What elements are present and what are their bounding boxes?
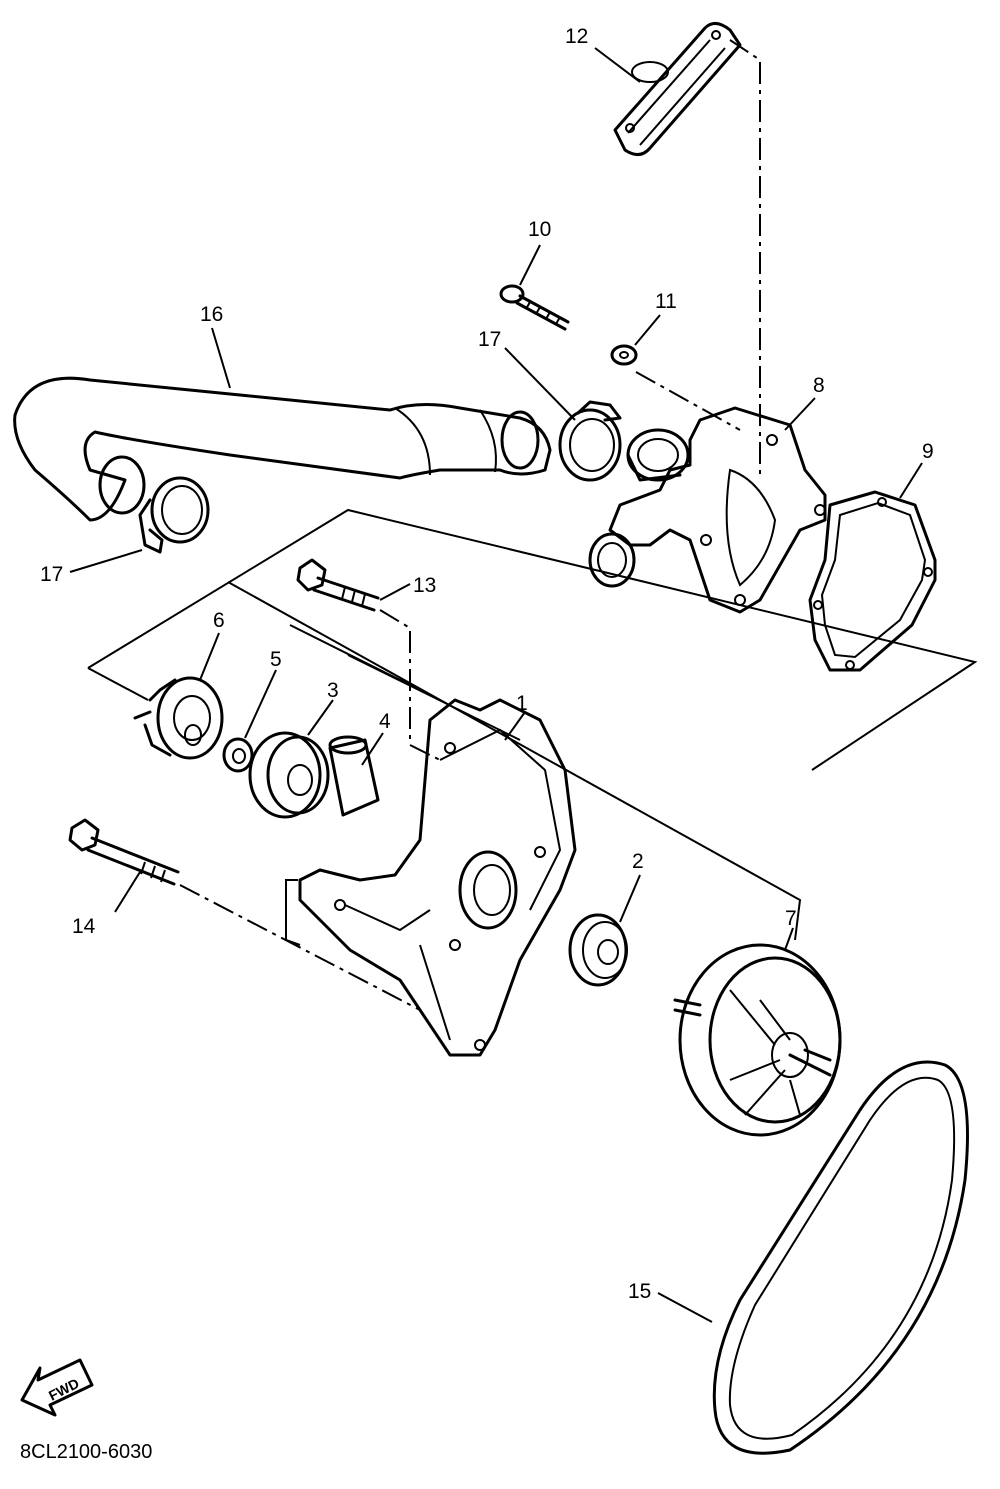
part-2-bearing	[568, 913, 628, 987]
alignment-line-12	[729, 39, 761, 480]
leader-13	[379, 583, 411, 601]
part-7-pulley	[673, 943, 842, 1137]
callout-17b: 17	[478, 328, 501, 351]
alignment-line-11	[635, 371, 741, 431]
callout-4: 4	[379, 710, 391, 733]
part-15-belt	[712, 1060, 969, 1455]
callout-1: 1	[516, 692, 528, 715]
callout-8: 8	[813, 374, 825, 397]
callout-14: 14	[72, 915, 96, 938]
assembly-bracket-lines	[227, 581, 802, 941]
leader-11	[634, 314, 661, 346]
part-6-impeller	[133, 676, 224, 760]
callout-11: 11	[655, 290, 677, 313]
callout-10: 10	[528, 218, 551, 241]
leader-17a	[69, 549, 143, 573]
leader-10	[519, 244, 541, 286]
leader-8	[784, 397, 816, 431]
leader-17b	[504, 347, 576, 421]
leader-2	[619, 874, 641, 923]
part-17-clamp-right	[558, 400, 622, 482]
part-16-hose	[13, 376, 552, 522]
leader-9	[899, 462, 923, 499]
leader-3	[307, 699, 334, 736]
callout-2: 2	[632, 850, 644, 873]
leader-16	[211, 327, 231, 389]
callout-15: 15	[628, 1280, 651, 1303]
part-17-clamp-left	[138, 476, 210, 554]
callout-9: 9	[922, 440, 934, 463]
part-3-seal	[248, 731, 330, 819]
leader-7	[784, 927, 794, 951]
callout-6: 6	[213, 609, 225, 632]
alignment-line-14	[179, 884, 421, 1011]
part-8-pump-cover	[588, 406, 827, 614]
diagram-code: 8CL2100-6030	[20, 1441, 153, 1463]
callout-5: 5	[270, 648, 282, 671]
fwd-arrow-icon: FWD	[20, 1358, 94, 1417]
alignment-bracket-14	[285, 879, 301, 946]
leader-6	[199, 632, 220, 681]
part-4-sleeve	[328, 735, 380, 817]
alignment-line-13	[379, 609, 441, 761]
leader-4	[361, 732, 384, 766]
leader-5	[244, 669, 277, 739]
part-9-gasket	[808, 490, 937, 672]
part-11-washer	[610, 344, 638, 366]
callout-13: 13	[413, 574, 436, 597]
callout-16: 16	[200, 303, 223, 326]
part-12-plate	[613, 22, 742, 156]
leader-14	[114, 871, 141, 913]
callout-7: 7	[785, 907, 797, 930]
leader-1	[504, 711, 526, 741]
part-10-bolt	[499, 284, 570, 331]
part-1-pump-housing	[298, 698, 577, 1057]
leader-15	[657, 1292, 713, 1323]
callout-3: 3	[327, 679, 339, 702]
part-13-bolt	[296, 558, 380, 612]
callout-12: 12	[565, 25, 588, 48]
part-14-bolt	[68, 818, 180, 886]
leader-12	[594, 47, 641, 83]
assembly-bracket-frame	[87, 508, 978, 771]
callout-17a: 17	[40, 563, 63, 586]
part-5-washer	[222, 737, 254, 773]
